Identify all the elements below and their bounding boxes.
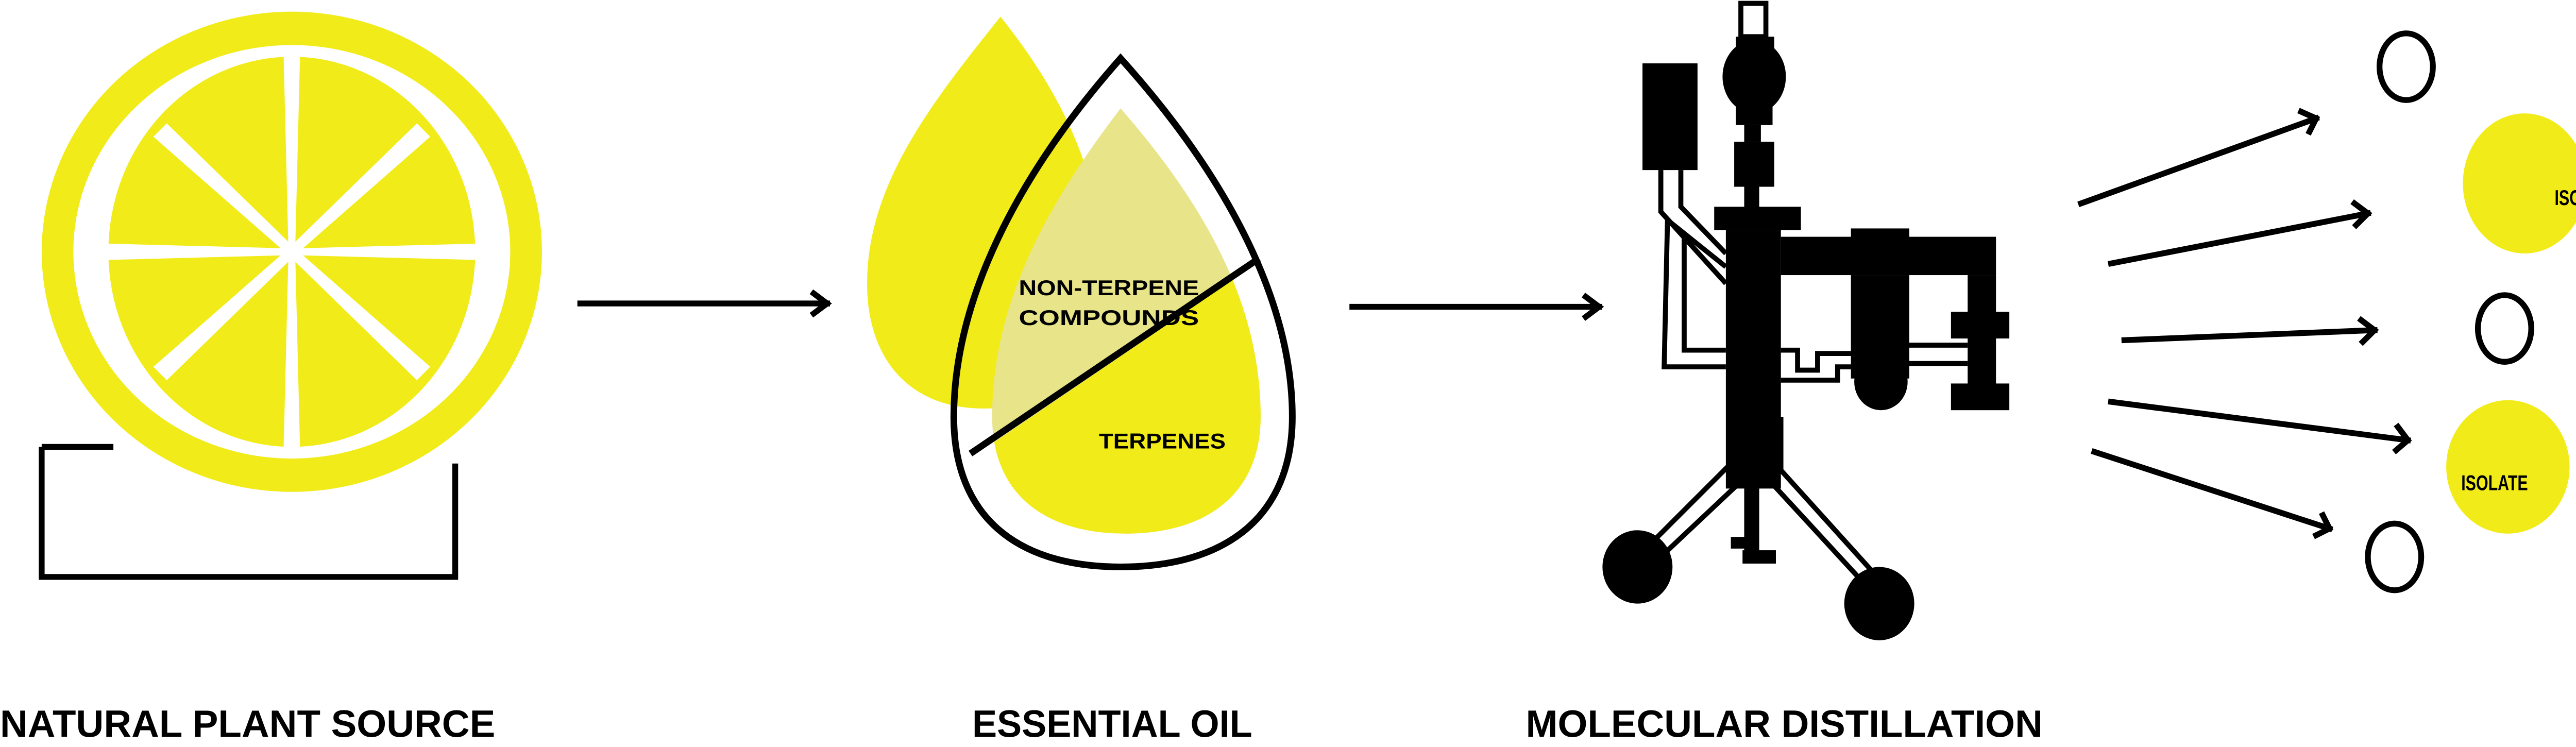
output-arrow bbox=[2108, 398, 2412, 454]
output-arrow bbox=[2077, 108, 2320, 208]
step-label-natural-plant-source: NATURAL PLANT SOURCE bbox=[0, 703, 495, 745]
step-label-essential-oil: ESSENTIAL OIL bbox=[972, 703, 1252, 745]
terpenes-label: TERPENES bbox=[1099, 429, 1226, 453]
lemon-slice-icon bbox=[39, 11, 542, 580]
side-reservoir bbox=[1642, 63, 1698, 171]
output-arrow bbox=[2107, 199, 2372, 267]
oil-drop-icon: NON-TERPENE COMPOUNDS TERPENES bbox=[867, 16, 1296, 570]
empty-output-circle bbox=[2365, 520, 2425, 593]
top-tube bbox=[1738, 1, 1769, 40]
output-arrow bbox=[2121, 316, 2379, 346]
distillation-apparatus-icon bbox=[1602, 1, 2010, 640]
outputs: ISOLATE ISOLATE bbox=[2365, 30, 2576, 593]
isolate-circle bbox=[2463, 113, 2576, 253]
compounds-label: COMPOUNDS bbox=[1019, 305, 1199, 330]
drop-outline bbox=[950, 53, 1296, 570]
top-flask bbox=[1722, 40, 1786, 114]
empty-output-circle bbox=[2475, 292, 2534, 365]
arrow-to-oil bbox=[577, 289, 832, 318]
isolate-label: ISOLATE bbox=[2554, 185, 2576, 210]
output-arrow bbox=[2091, 448, 2334, 539]
connecting-tubes bbox=[1649, 170, 1968, 586]
condenser-bulb bbox=[1854, 353, 1908, 411]
lemon-segment-dividers bbox=[100, 50, 484, 454]
step-label-molecular-distillation: MOLECULAR DISTILLATION bbox=[1526, 703, 2042, 745]
empty-output-circle bbox=[2376, 30, 2436, 103]
stand-frame bbox=[39, 447, 459, 580]
arrow-to-distillation bbox=[1349, 293, 1604, 321]
output-arrows bbox=[2077, 108, 2412, 539]
isolate-circle bbox=[2446, 400, 2570, 534]
left-receiving-flask bbox=[1602, 530, 1673, 604]
non-terpene-label: NON-TERPENE bbox=[1019, 276, 1199, 300]
separation-line bbox=[969, 256, 1261, 456]
isolate-label: ISOLATE bbox=[2461, 471, 2528, 495]
right-receiving-flask bbox=[1844, 567, 1914, 640]
